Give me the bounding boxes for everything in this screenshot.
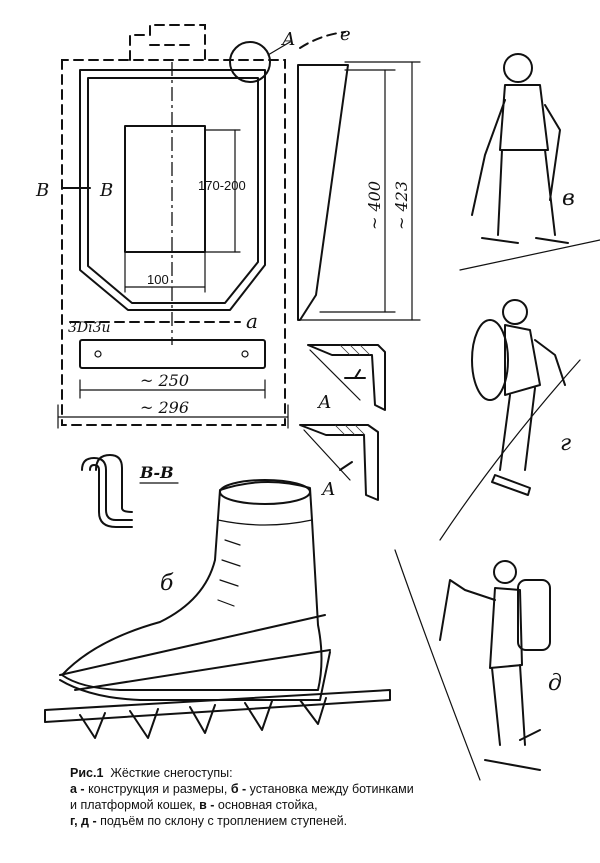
boot-opening xyxy=(124,125,206,253)
binding-straps xyxy=(59,614,331,691)
boot-illustration xyxy=(44,479,391,739)
label-section-left: В xyxy=(35,180,49,201)
label-dim-296: ~ 296 xyxy=(140,398,189,417)
label-dim-170-200: 170-200 xyxy=(198,178,246,193)
caption-line-3: г, д - подъём по склону с троплением сту… xyxy=(70,814,348,828)
label-arrow-a-top: А xyxy=(316,392,332,413)
plate-outline xyxy=(79,69,266,311)
label-sub-v: в xyxy=(562,186,575,211)
caption-title-text: Жёсткие снегоступы: xyxy=(110,766,233,780)
crampon-teeth xyxy=(79,697,327,739)
top-tab-dashed xyxy=(129,24,206,61)
label-sub-d: д xyxy=(548,671,562,696)
figure-caption: Рис.1 Жёсткие снегоступы: а - конструкци… xyxy=(70,765,570,829)
boot-outline xyxy=(61,481,323,691)
crampon-platform xyxy=(44,689,391,723)
label-sub-b: б xyxy=(160,571,174,596)
label-sub-a: а xyxy=(246,309,258,333)
binding-bar xyxy=(79,339,266,369)
climber-g xyxy=(439,299,581,541)
plate-inner-outline xyxy=(87,77,259,304)
detail-profiles xyxy=(299,344,386,501)
label-dim-100: 100 xyxy=(147,272,169,287)
climber-v xyxy=(459,53,600,271)
caption-title: Рис.1 xyxy=(70,766,104,780)
side-profile xyxy=(297,64,349,321)
label-arrow-a-bottom: А xyxy=(320,479,336,500)
plan-view xyxy=(57,24,346,429)
caption-title-line: Рис.1 Жёсткие снегоступы: xyxy=(70,765,570,781)
side-view xyxy=(297,61,421,321)
detail-upper xyxy=(307,344,386,411)
caption-line-2: и платформой кошек, в - основная стойка, xyxy=(70,798,318,812)
detail-circle xyxy=(229,41,271,83)
label-callout-e: е xyxy=(340,24,351,45)
section-bb-profile xyxy=(81,454,179,528)
label-cut: 3Di3и xyxy=(68,320,111,336)
label-section-bb: В-В xyxy=(139,463,174,482)
climber-d xyxy=(394,549,551,781)
caption-line-1: а - конструкция и размеры, б - установка… xyxy=(70,782,414,796)
label-callout-a: А xyxy=(280,29,296,50)
label-dim-423: ~ 423 xyxy=(392,181,411,230)
outer-dashed-outline xyxy=(61,59,286,426)
label-sub-g: г xyxy=(560,431,571,456)
label-section-right: В xyxy=(99,180,113,201)
label-dim-400: ~ 400 xyxy=(365,181,384,230)
label-dim-250: ~ 250 xyxy=(140,371,189,390)
detail-lower xyxy=(299,424,379,501)
